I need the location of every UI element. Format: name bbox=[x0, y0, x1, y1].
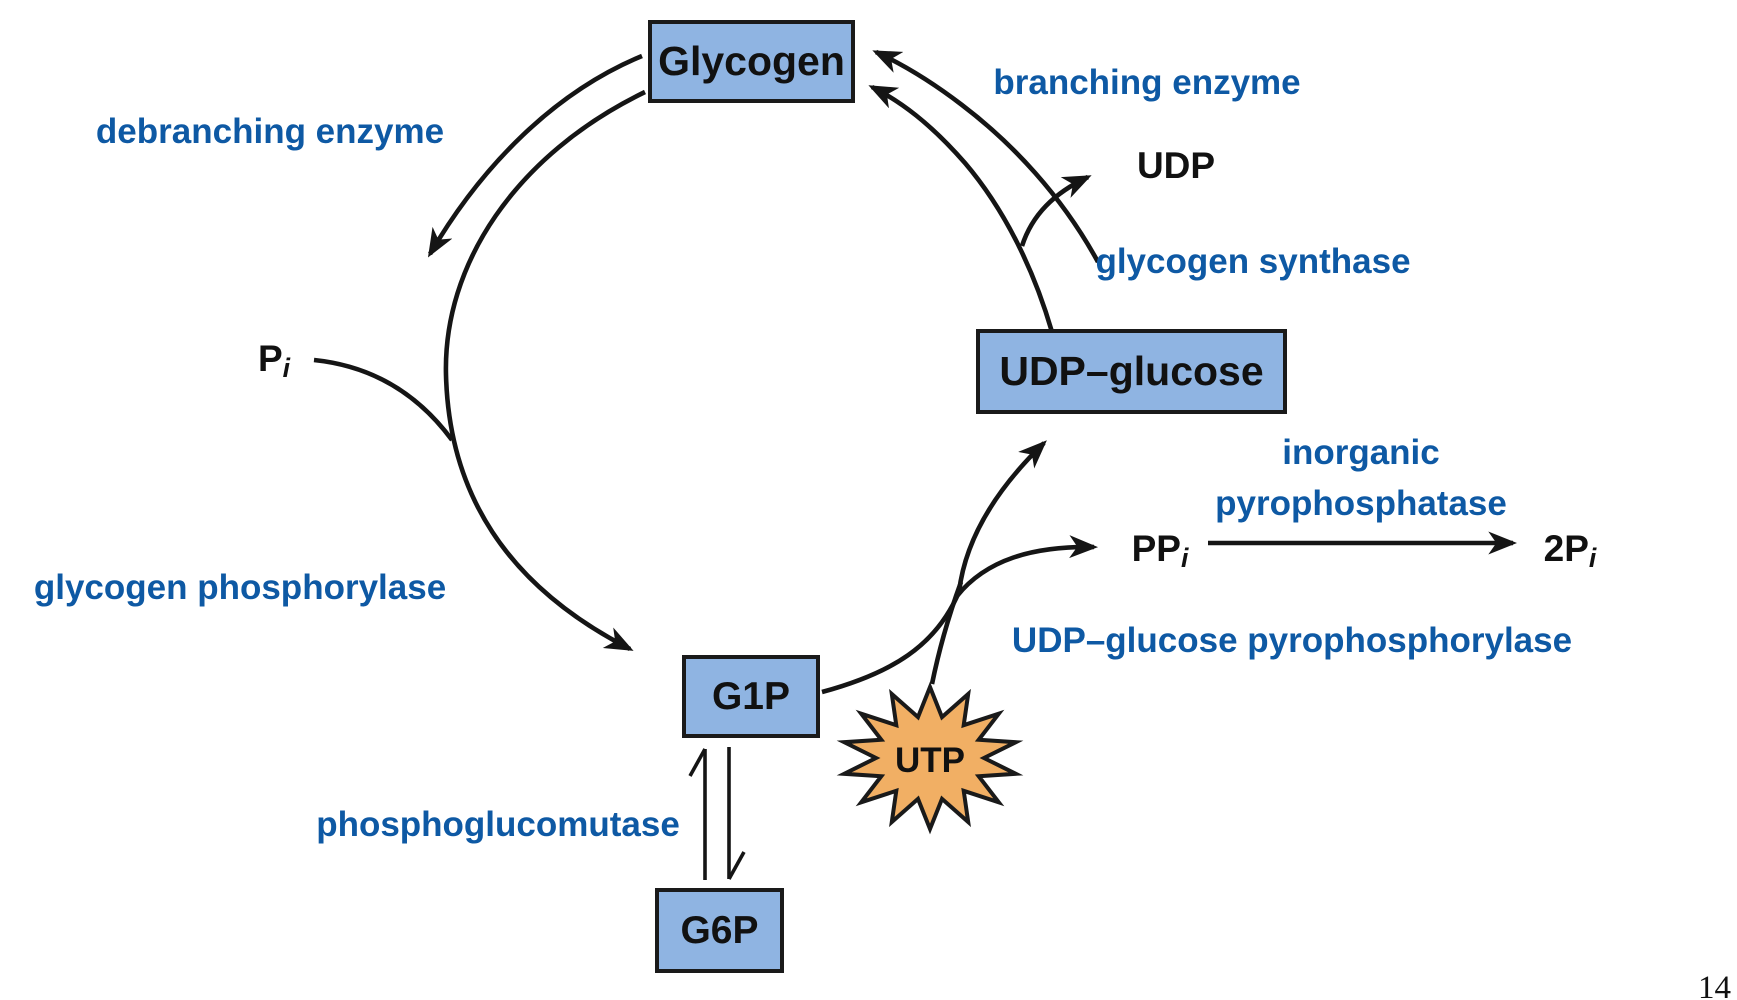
glycogen-phosphorylase-label: glycogen phosphorylase bbox=[33, 568, 447, 607]
g1p-box: G1P bbox=[682, 655, 820, 738]
glycogen-synthase-label: glycogen synthase bbox=[1095, 242, 1411, 281]
debranching-enzyme-label: debranching enzyme bbox=[95, 112, 445, 151]
ppi-label: PPi bbox=[1131, 528, 1189, 573]
g1p-box-label: G1P bbox=[711, 674, 791, 718]
inorganic-pyrophosphatase-line1: inorganic bbox=[1282, 433, 1440, 472]
ppi-subscript: i bbox=[1180, 542, 1189, 573]
udp-label: UDP bbox=[1136, 145, 1216, 186]
phosphoglucomutase-label: phosphoglucomutase bbox=[316, 805, 680, 844]
g6p-box-label: G6P bbox=[680, 908, 759, 952]
two-pi-label: 2Pi bbox=[1543, 528, 1597, 573]
glycogen-synthase-arrow bbox=[868, 84, 1055, 333]
utp-starburst bbox=[836, 681, 1024, 835]
two-pi-subscript: i bbox=[1588, 542, 1597, 573]
g1p-to-udpglucose-curve bbox=[821, 591, 962, 695]
branching-enzyme-arrow bbox=[872, 49, 1101, 264]
udp-glucose-pyrophosphorylase-arrow bbox=[956, 440, 1047, 593]
inorganic-pyrophosphatase-line2: pyrophosphatase bbox=[1215, 484, 1507, 523]
debranching-arrow bbox=[427, 53, 643, 258]
udp-release-arrow bbox=[1019, 174, 1092, 247]
glycogen-box-label: Glycogen bbox=[658, 38, 845, 84]
ppi-base: PP bbox=[1131, 528, 1181, 569]
glycogen-box: Glycogen bbox=[648, 20, 855, 103]
page-number: 14 bbox=[1698, 970, 1731, 1000]
udp-glucose-pyrophosphorylase-label: UDP–glucose pyrophosphorylase bbox=[1011, 621, 1573, 660]
g6p-box: G6P bbox=[655, 888, 784, 973]
udp-glucose-box: UDP–glucose bbox=[976, 329, 1287, 414]
pi-subscript: i bbox=[282, 352, 291, 383]
ppi-release-arrow bbox=[955, 535, 1099, 598]
phosphoglucomutase-equilibrium-arrows bbox=[688, 747, 746, 880]
pi-label: Pi bbox=[257, 338, 291, 383]
glycogen-phosphorylase-arrow bbox=[443, 89, 647, 652]
utp-input-curve bbox=[929, 581, 964, 685]
pi-base: P bbox=[257, 338, 283, 379]
udp-glucose-box-label: UDP–glucose bbox=[999, 348, 1264, 394]
two-pi-base: 2P bbox=[1543, 528, 1589, 569]
utp-label: UTP bbox=[895, 741, 965, 780]
branching-enzyme-label: branching enzyme bbox=[993, 63, 1301, 102]
pi-input-curve bbox=[313, 357, 454, 442]
inorganic-pyrophosphatase-label: inorganic pyrophosphatase bbox=[1215, 427, 1507, 529]
